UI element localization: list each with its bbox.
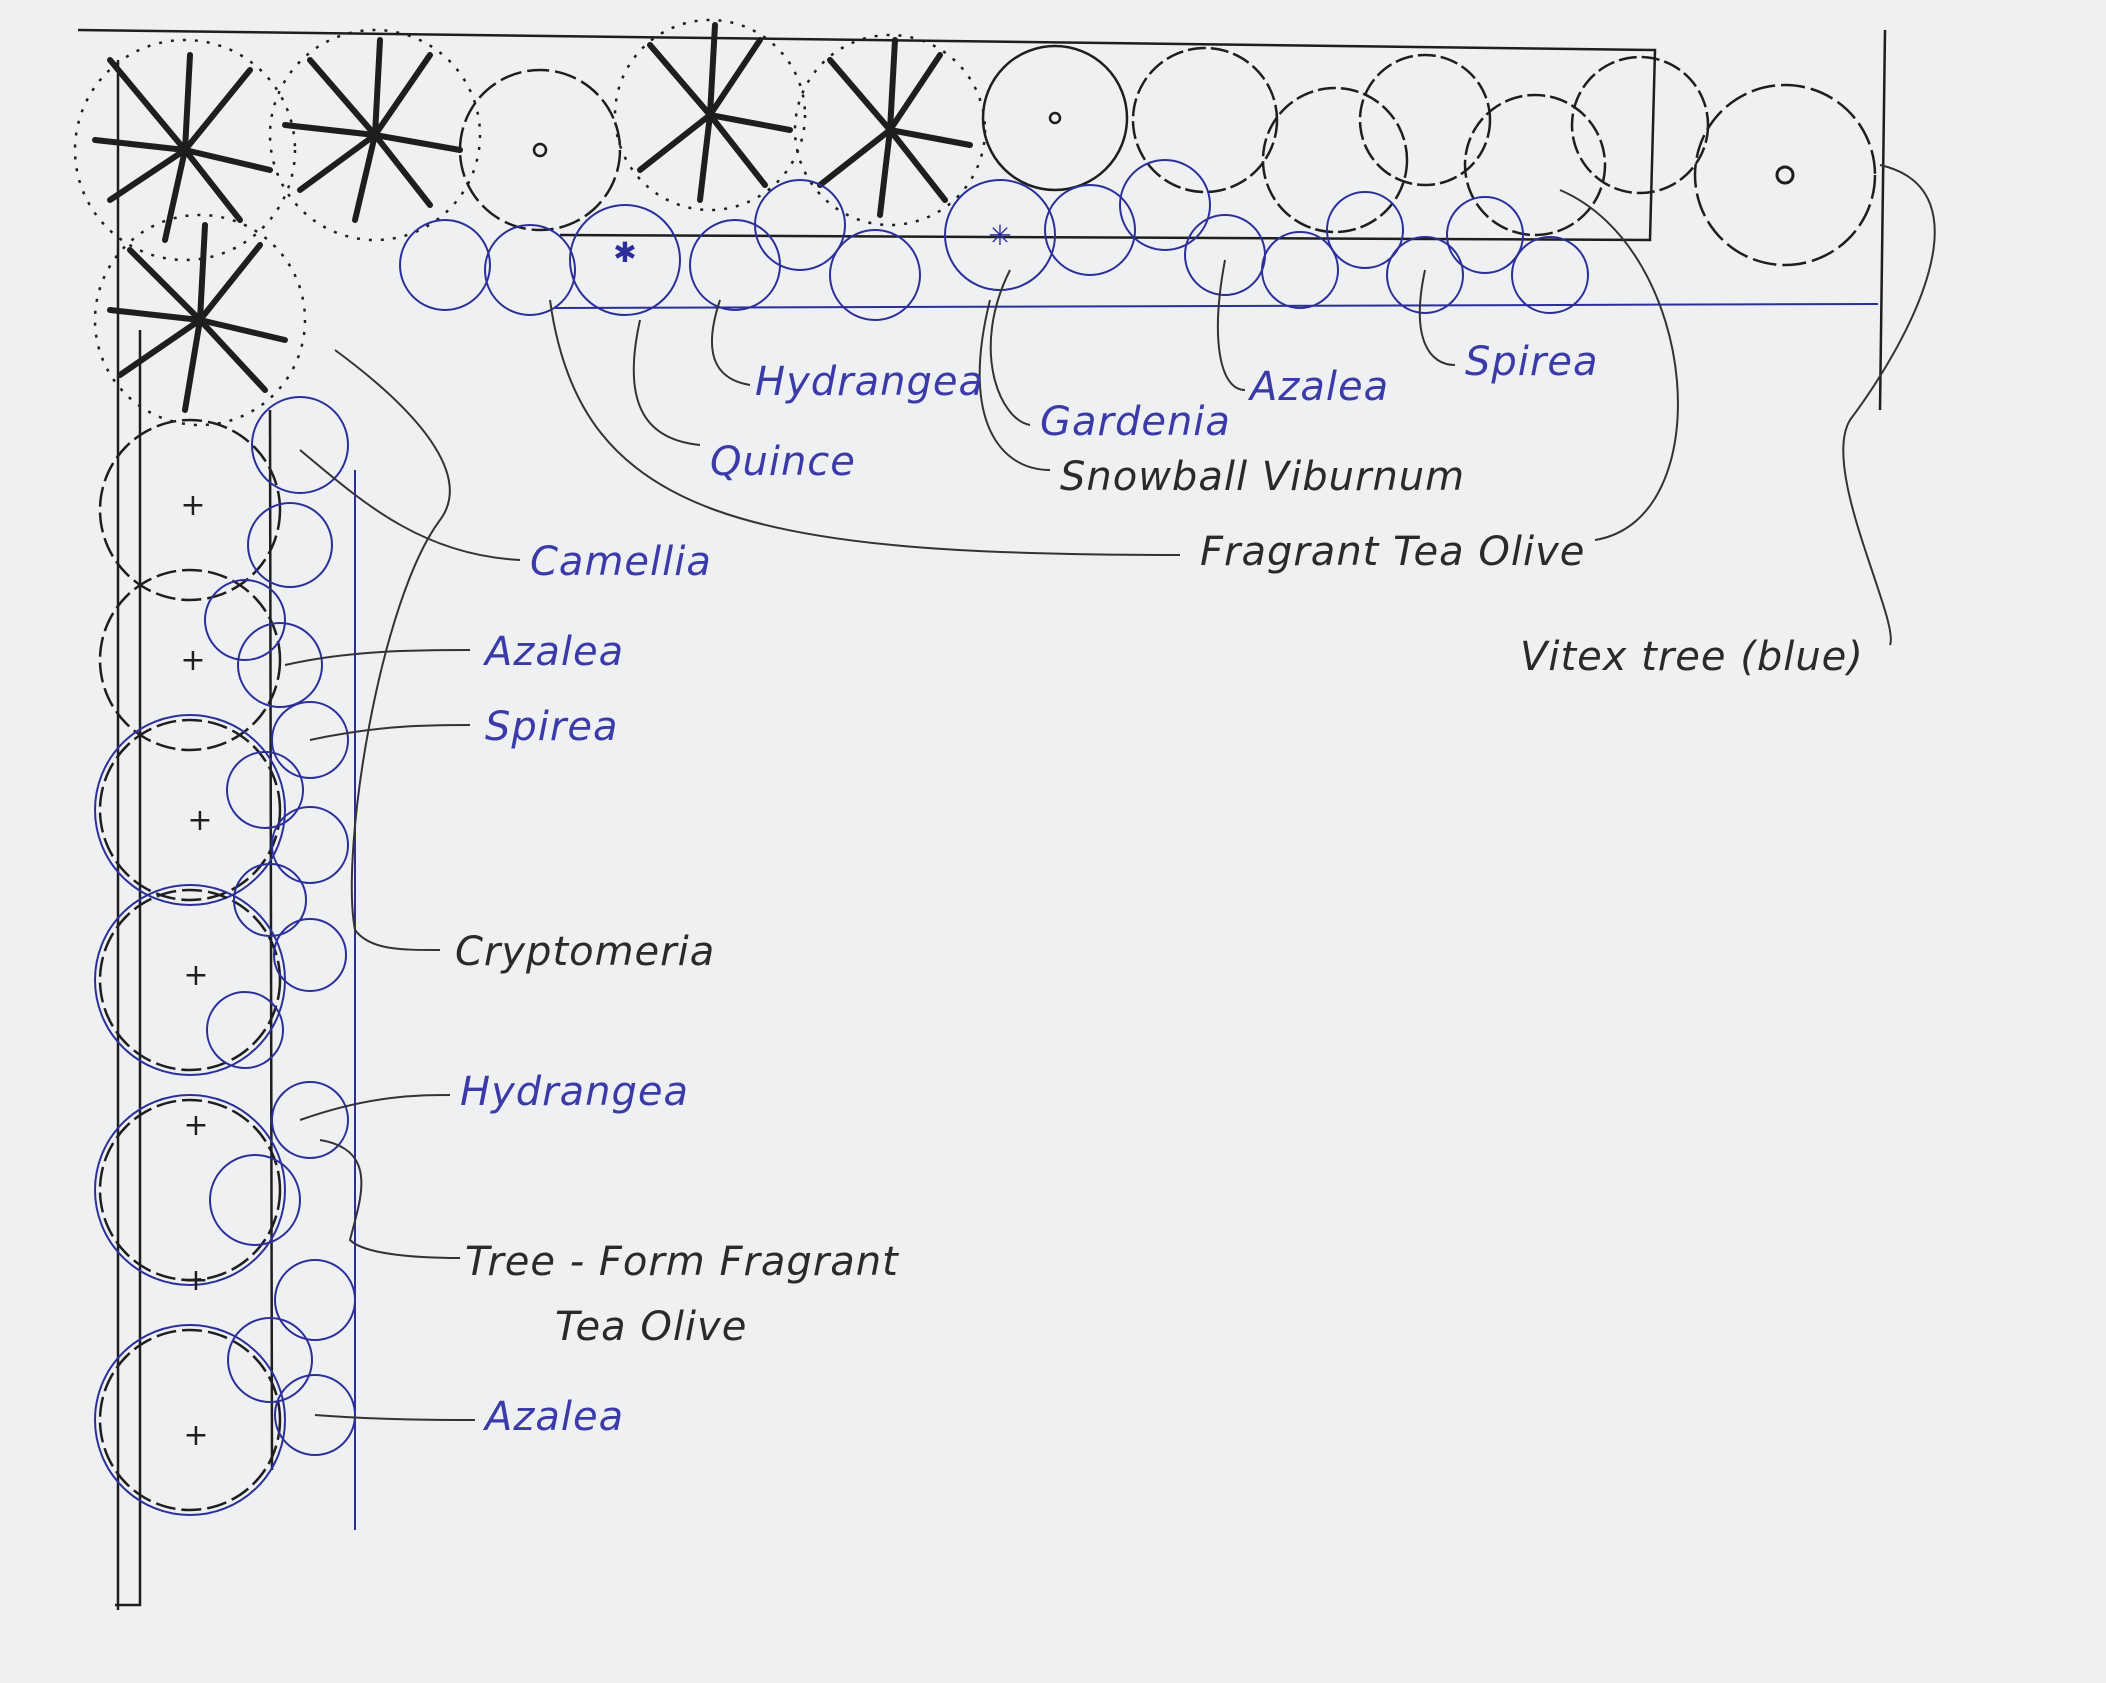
cryptomeria-plant — [73, 38, 297, 262]
label-camellia: Camellia — [530, 539, 712, 585]
svg-text:+: + — [183, 1418, 208, 1453]
cryptomeria-plant — [613, 18, 807, 212]
svg-text:+: + — [183, 1108, 208, 1143]
svg-text:+: + — [183, 1263, 208, 1298]
vitex-tree — [1693, 83, 1877, 267]
svg-text:✱: ✱ — [613, 236, 636, 269]
leader-lines — [284, 164, 1936, 1421]
label-cryptomeria: Cryptomeria — [455, 929, 715, 975]
left-shrub-column — [204, 396, 356, 1456]
label-fragrant-tea-olive: Fragrant Tea Olive — [1200, 529, 1585, 575]
label-azalea-left: Azalea — [482, 629, 624, 675]
labels: Hydrangea Quince Gardenia Snowball Vibur… — [455, 339, 1864, 1440]
label-tree-form-line2: Tea Olive — [555, 1304, 747, 1350]
label-hydrangea-left: Hydrangea — [460, 1069, 689, 1115]
label-spirea-top: Spirea — [1465, 339, 1598, 385]
label-gardenia: Gardenia — [1040, 399, 1231, 445]
label-hydrangea-top: Hydrangea — [755, 359, 984, 405]
label-vitex-tree: Vitex tree (blue) — [1520, 634, 1864, 680]
svg-text:+: + — [183, 958, 208, 993]
svg-text:+: + — [180, 643, 205, 678]
label-azalea-bottom: Azalea — [482, 1394, 624, 1440]
cryptomeria-plant — [268, 28, 482, 242]
svg-text:✳: ✳ — [988, 219, 1011, 252]
left-tree-column: + + + + + + + — [94, 418, 286, 1516]
cryptomeria-group — [73, 18, 987, 427]
label-quince: Quince — [710, 439, 856, 485]
cryptomeria-plant — [93, 213, 307, 427]
tea-olive-row — [458, 44, 1710, 237]
svg-text:+: + — [180, 488, 205, 523]
svg-text:+: + — [187, 803, 212, 838]
label-snowball-viburnum: Snowball Viburnum — [1060, 454, 1465, 500]
label-azalea-top: Azalea — [1247, 364, 1389, 410]
top-shrub-row: ✱ ✳ — [399, 159, 1589, 321]
label-tree-form-line1: Tree - Form Fragrant — [465, 1239, 899, 1285]
bed-outline — [77, 28, 1887, 1610]
label-spirea-left: Spirea — [485, 704, 618, 750]
